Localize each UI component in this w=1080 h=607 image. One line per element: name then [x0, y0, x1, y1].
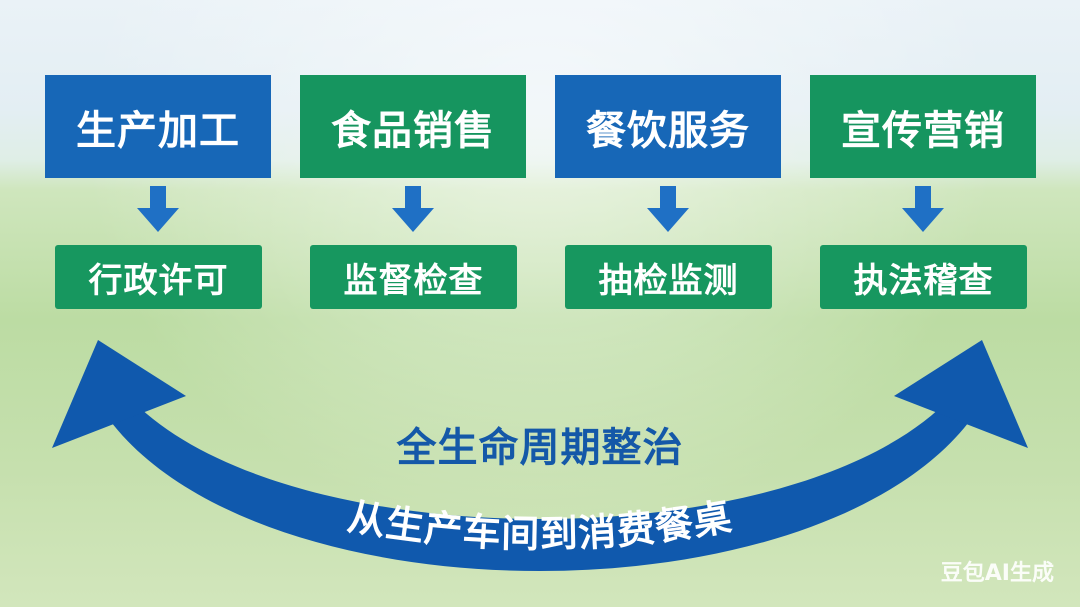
- arc-right-arrowhead-icon: [894, 340, 1028, 448]
- stage-box-marketing: 宣传营销: [810, 75, 1036, 178]
- stage-box-catering: 餐饮服务: [555, 75, 781, 178]
- arc-left-arrowhead-icon: [52, 340, 186, 448]
- action-box-sampling: 抽检监测: [565, 245, 772, 309]
- down-arrow-icon: [902, 186, 944, 232]
- stage-box-food-sales: 食品销售: [300, 75, 526, 178]
- down-arrow-icon: [137, 186, 179, 232]
- action-box-inspection: 监督检查: [310, 245, 517, 309]
- action-box-enforcement: 执法稽查: [820, 245, 1027, 309]
- down-arrow-icon: [647, 186, 689, 232]
- arc-band: [108, 396, 972, 571]
- arc-label: 从生产车间到消费餐桌: [345, 494, 736, 556]
- watermark: 豆包AI生成: [940, 561, 1054, 586]
- stage-box-production: 生产加工: [45, 75, 271, 178]
- action-box-licensing: 行政许可: [55, 245, 262, 309]
- center-title: 全生命周期整治: [396, 425, 684, 471]
- down-arrow-icon: [392, 186, 434, 232]
